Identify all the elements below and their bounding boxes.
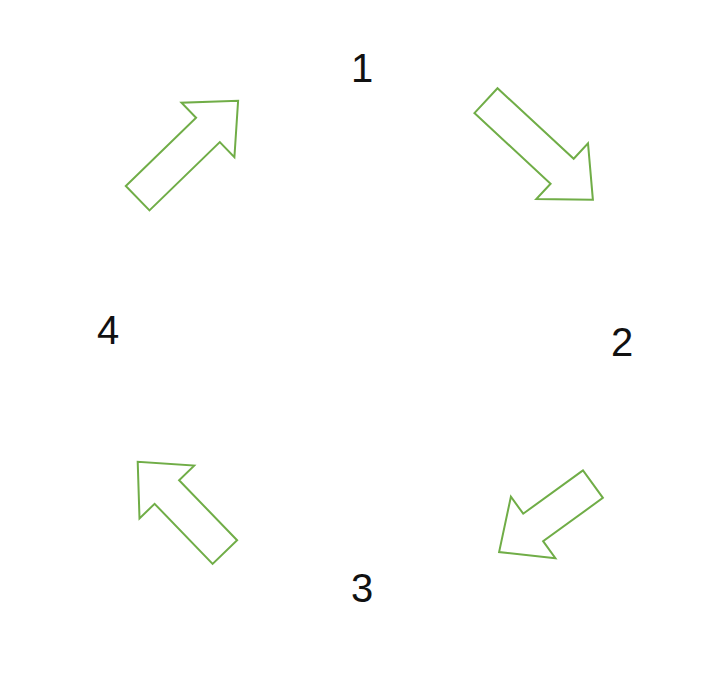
stage-ellipse: 4	[6, 165, 210, 495]
globe-icon	[337, 320, 387, 370]
inner-circle	[207, 190, 517, 500]
outer-ring	[4, 2, 720, 688]
ellipse-fill	[523, 165, 721, 519]
recycle-arrow	[272, 233, 436, 355]
stage-number: 1	[351, 46, 373, 90]
globe-lines	[343, 322, 379, 368]
flow-arrow	[138, 462, 237, 564]
ring-band	[62, 55, 662, 635]
ellipse-fill	[185, 2, 539, 134]
flow-arrow	[126, 101, 238, 211]
stage-ellipse: 2	[522, 164, 722, 520]
stage-number: 3	[351, 566, 373, 610]
flow-arrow	[499, 470, 603, 558]
ellipse-fill	[7, 166, 209, 494]
stage-number: 4	[97, 308, 119, 352]
flow-arrow	[474, 88, 593, 200]
recycle-arrow	[228, 276, 415, 479]
stage-ellipse: 1	[184, 1, 540, 135]
stage-number: 2	[611, 320, 633, 364]
stage-ellipse: 3	[184, 488, 540, 688]
recycle-symbol	[228, 233, 504, 479]
recycle-arrow	[317, 262, 504, 465]
ring-dividers	[60, 56, 664, 634]
ellipse-fill	[185, 489, 539, 687]
